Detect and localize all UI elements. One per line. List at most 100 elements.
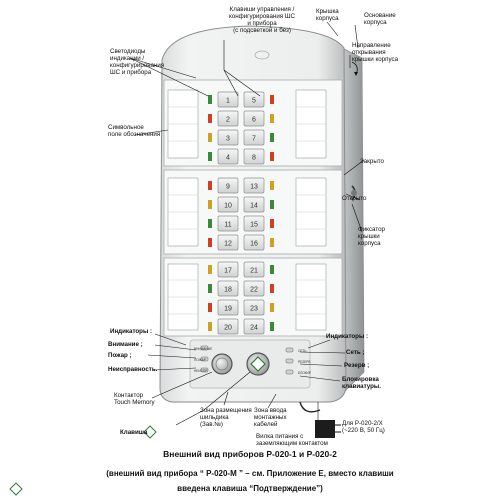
keypad-key[interactable] (243, 318, 265, 335)
led-indicator (270, 284, 274, 293)
keypad-key[interactable] (243, 280, 265, 297)
keypad-key-label: 16 (250, 241, 258, 248)
label-keys: Клавиши управления / конфигурирования ШС… (229, 6, 295, 34)
keypad-key[interactable] (243, 261, 265, 278)
status-led (285, 347, 294, 353)
keypad-key-label: 3 (226, 136, 230, 143)
mini-indicators-right: СЕТЬ РЕЗЕРВ БЛОКИР. (285, 347, 311, 375)
keypad-key[interactable] (217, 261, 239, 278)
led-indicator (270, 265, 274, 274)
keypad-key[interactable] (243, 215, 265, 232)
label-block: Блокировка клавиатуры. (342, 376, 381, 390)
led-indicator (208, 265, 212, 274)
led-indicator (270, 152, 274, 161)
status-led-label: РЕЗЕРВ (298, 360, 311, 364)
keypad-key-label: 4 (226, 155, 230, 162)
label-latch: Фиксатор крышки корпуса (358, 226, 385, 247)
keypad-key-label: 9 (226, 184, 230, 191)
keypad-key-label: 18 (224, 287, 232, 294)
led-indicator (270, 181, 274, 190)
keypad-key[interactable] (217, 91, 239, 108)
led-indicator (208, 200, 212, 209)
label-fault: Неисправность. (108, 366, 158, 373)
status-led-label: СЕТЬ (298, 349, 306, 353)
keypad-key-label: 17 (224, 268, 232, 275)
status-led-label: ПОЖАР (194, 358, 206, 362)
keypad-key[interactable] (217, 177, 239, 194)
led-indicator (208, 152, 212, 161)
led-indicator (208, 181, 212, 190)
keypad-key[interactable] (243, 148, 265, 165)
led-indicator (208, 95, 212, 104)
keypad-key[interactable] (217, 148, 239, 165)
keypad-key[interactable] (217, 129, 239, 146)
power-plug (315, 420, 335, 438)
label-leds: Светодиоды индикации / конфигурирования … (110, 48, 165, 76)
led-indicator (270, 238, 274, 247)
touch-memory-contact[interactable] (211, 353, 233, 375)
keypad-key[interactable] (217, 299, 239, 316)
label-key: Клавиша (120, 429, 148, 436)
keypad-key-label: 5 (252, 98, 256, 105)
keypad-key-label: 8 (252, 155, 256, 162)
keypad-key-label: 15 (250, 222, 258, 229)
key-diamond-icon (143, 425, 157, 439)
label-net: Сеть ; (346, 349, 365, 356)
led-indicator (208, 238, 212, 247)
keypad-key[interactable] (217, 110, 239, 127)
keypad-key[interactable] (243, 299, 265, 316)
status-led (285, 358, 294, 364)
status-led-label: ВНИМАНИЕ (194, 347, 212, 351)
label-closed: Закрыто (360, 158, 384, 165)
label-power-note: Для Р-020-2/Х (~220 В, 50 Гц) (342, 420, 385, 434)
keypad-key[interactable] (217, 318, 239, 335)
label-cable-zone: Зона ввода монтажных кабелей (254, 407, 287, 428)
keypad-key[interactable] (243, 129, 265, 146)
led-indicator (208, 114, 212, 123)
led-indicator (270, 219, 274, 228)
keypad-key[interactable] (243, 177, 265, 194)
led-indicator (208, 133, 212, 142)
keypad-key-label: 24 (250, 325, 258, 332)
label-plug: Вилка питания с заземляющим контактом (256, 433, 328, 447)
label-seal-zone: Зона размещения шильдика (Зав.№) (200, 407, 252, 428)
keypad-key-label: 22 (250, 287, 258, 294)
led-indicator (270, 200, 274, 209)
keypad-key-label: 20 (224, 325, 232, 332)
keypad-key-label: 7 (252, 136, 256, 143)
keypad-key-label: 2 (226, 117, 230, 124)
caption-diamond-icon (9, 482, 23, 496)
keypad-key-label: 19 (224, 306, 232, 313)
led-indicator (208, 284, 212, 293)
keypad-key[interactable] (243, 110, 265, 127)
keypad-key[interactable] (243, 234, 265, 251)
caption-line2: введена клавиша “Подтверждение”) (177, 484, 323, 493)
led-indicator (270, 95, 274, 104)
status-led-label: БЛОКИР. (298, 371, 311, 375)
label-symbol-field: Символьное поле обозначения (108, 124, 161, 138)
label-touch-memory: Контактор Touch Memory (114, 392, 155, 406)
led-indicator (270, 303, 274, 312)
keypad-key[interactable] (217, 196, 239, 213)
status-led (200, 345, 209, 351)
keypad-key-label: 21 (250, 268, 258, 275)
keypad-key-label: 11 (224, 222, 231, 229)
keypad-key[interactable] (217, 234, 239, 251)
label-attention: Внимание ; (108, 341, 143, 348)
led-indicator (208, 322, 212, 331)
diamond-icon (250, 356, 266, 372)
keypad-key[interactable] (217, 215, 239, 232)
keypad-key-label: 23 (250, 306, 258, 313)
keypad-key[interactable] (243, 196, 265, 213)
keypad-key-label: 14 (250, 203, 258, 210)
keypad-key[interactable] (217, 280, 239, 297)
label-reserve: Резерв ; (344, 362, 370, 369)
caption-title: Внешний вид приборов Р-020-1 и Р-020-2 (163, 449, 337, 459)
led-indicator (208, 303, 212, 312)
caption-line1: (внешний вид прибора “ Р-020-М ” – см. П… (106, 469, 394, 478)
led-indicator (208, 219, 212, 228)
status-led (285, 369, 294, 375)
